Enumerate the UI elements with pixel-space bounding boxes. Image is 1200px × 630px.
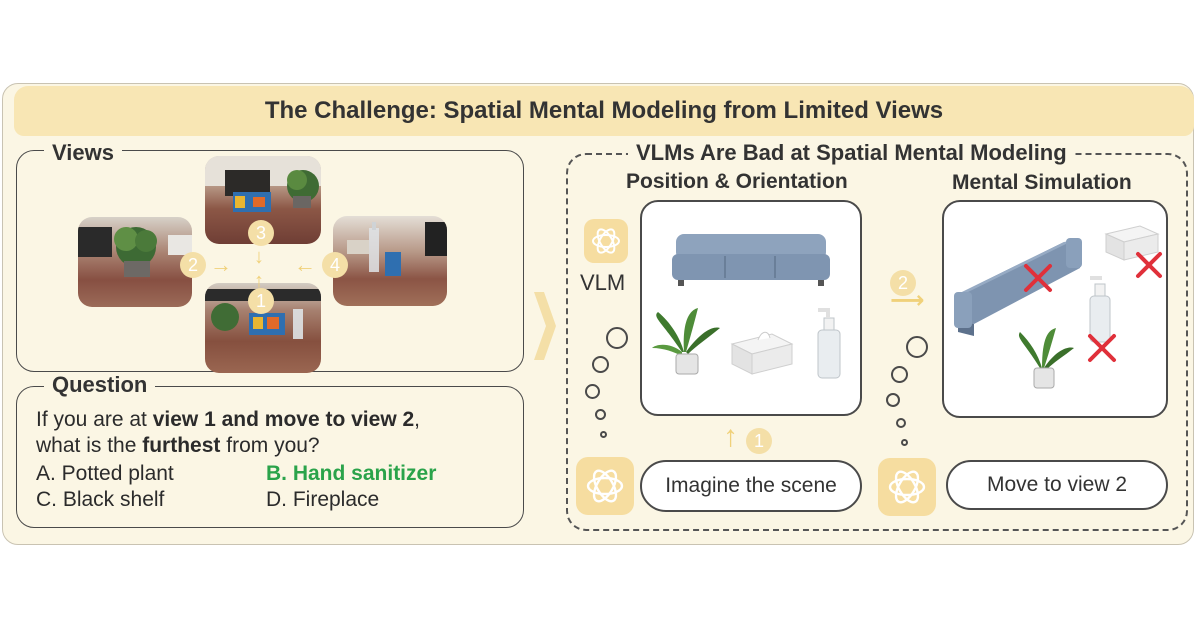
sofa-icon (672, 234, 830, 286)
thought-bubble (901, 439, 908, 446)
option-c: C. Black shelf (36, 488, 165, 511)
arrow-up-icon: ↑ (723, 420, 738, 453)
vlm-heading: VLMs Are Bad at Spatial Mental Modeling (628, 140, 1075, 166)
view-marker-2: 2 (180, 252, 206, 278)
option-a: A. Potted plant (36, 462, 174, 485)
thought-bubble (592, 356, 609, 373)
sofa-icon (954, 238, 1082, 336)
move-view-prompt: Move to view 2 (946, 460, 1168, 510)
figure-title: The Challenge: Spatial Mental Modeling f… (264, 97, 944, 124)
error-x-icon (1024, 264, 1052, 292)
tissue-box-icon (1104, 225, 1160, 261)
error-x-icon (1088, 334, 1116, 362)
tissue-box-icon (730, 331, 794, 375)
photo-view-3 (205, 156, 321, 244)
question-line-2-emphasis: furthest (142, 434, 221, 457)
question-panel (16, 386, 524, 528)
step-marker-2: 2 (890, 270, 916, 296)
title-bar (14, 86, 1194, 136)
question-line-1-emphasis: view 1 and move to view 2 (152, 408, 415, 431)
view-marker-4: 4 (322, 252, 348, 278)
question-line-2-end: from you? (220, 434, 320, 457)
thought-bubble (595, 409, 606, 420)
question-line-1: If you are at view 1 and move to view 2, (36, 406, 420, 434)
sanitizer-bottle-icon (817, 308, 841, 379)
arrow-up-icon: ↑ (254, 270, 264, 292)
arrow-left-icon: ← (294, 252, 316, 277)
option-d: D. Fireplace (266, 488, 380, 511)
plant-icon (1018, 328, 1074, 389)
arrow-right-icon: ⟶ (890, 287, 925, 314)
arrow-right-icon: → (210, 252, 232, 277)
imagine-scene-prompt: Imagine the scene (640, 460, 862, 512)
view-marker-1: 1 (248, 288, 274, 314)
chevron-right-icon (532, 290, 558, 367)
step-marker-1: 1 (746, 428, 772, 454)
question-heading: Question (44, 372, 156, 398)
sanitizer-bottle-icon (1089, 276, 1111, 343)
option-b-correct: B. Hand sanitizer (266, 462, 437, 485)
error-x-icon (1136, 252, 1162, 278)
vlm-icon (878, 458, 936, 516)
imagined-scene-box (640, 200, 862, 416)
thought-bubble (600, 431, 607, 438)
thought-bubble (906, 336, 928, 358)
vlm-icon (584, 219, 628, 263)
views-heading: Views (44, 140, 122, 166)
arrow-down-icon: ↓ (254, 246, 264, 268)
view-marker-3: 3 (248, 220, 274, 246)
simulation-heading: Mental Simulation (952, 171, 1132, 194)
vlm-label: VLM (580, 270, 626, 295)
thought-bubble (606, 327, 628, 349)
vlm-icon (576, 457, 634, 515)
plant-icon (652, 308, 720, 375)
thought-bubble (891, 366, 908, 383)
simulated-scene-box (942, 200, 1168, 418)
photo-view-2 (78, 217, 192, 307)
position-heading: Position & Orientation (626, 170, 848, 193)
question-line-2-start: what is the (36, 434, 143, 457)
thought-bubble (585, 384, 600, 399)
question-line-1-start: If you are at (36, 408, 153, 431)
thought-bubble (886, 393, 900, 407)
question-line-1-end: , (414, 408, 421, 431)
thought-bubble (896, 418, 906, 428)
question-line-2: what is the furthest from you? (36, 432, 320, 460)
photo-view-4 (333, 216, 447, 306)
